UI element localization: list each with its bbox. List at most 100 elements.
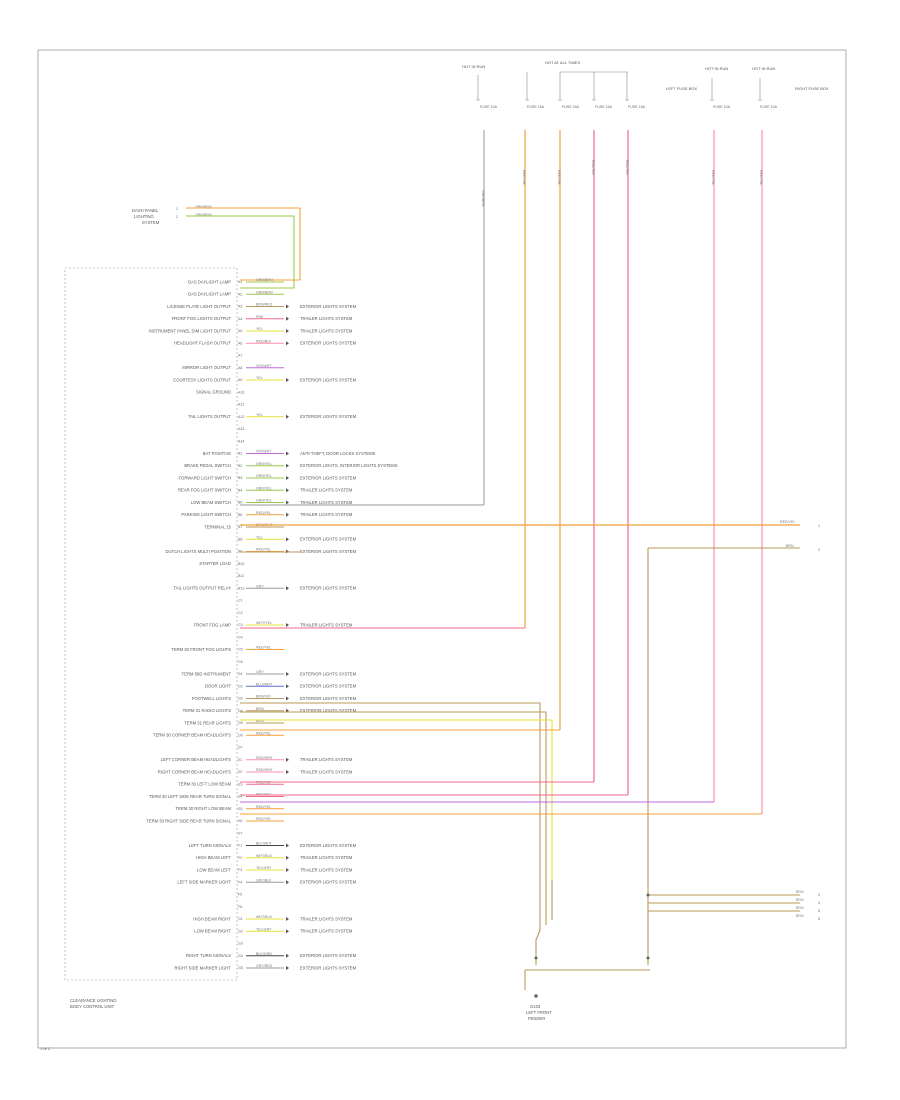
page-id: 1 of 1 — [40, 1046, 51, 1051]
pin-number: E3 — [238, 782, 242, 786]
ground-label-2: LEFT FRONT — [526, 1010, 552, 1015]
fuse-label-e: FUSE 15A — [628, 105, 646, 109]
connector-arrow-icon — [286, 329, 289, 333]
pin-label: MIRROR LIGHT OUTPUT — [182, 365, 231, 370]
pin-label: DUTCH LIGHTS MULTI POSITION — [165, 549, 231, 554]
pin-number: A2 — [238, 292, 242, 296]
vertical-wire-labels: GRN/BRN RED/YEL RED/YEL RED/VIO RED/VIO … — [481, 160, 763, 207]
connector-arrow-icon — [286, 414, 289, 419]
pin-label: BRAKE PEDAL SWITCH — [184, 463, 231, 468]
pin-label: LOW BEAM LEFT — [197, 867, 231, 872]
ground-marks — [534, 893, 650, 998]
right-output-terminals: RED/YEL 1 BRN 2 BRN 3 BRN 4 BRN 5 BRN 6 — [780, 520, 820, 921]
svg-text:4: 4 — [818, 901, 820, 905]
wire-to-right-output-2 — [240, 547, 800, 880]
pin-number: E1 — [238, 758, 242, 762]
label-hot-run-2: HOT IN RUN — [752, 66, 775, 71]
pin-number: D6 — [238, 733, 243, 737]
pin-label: PARKING LIGHT SWITCH — [181, 512, 231, 517]
connector-arrow-icon — [286, 378, 289, 382]
pin-wire-color: BLU/WHT — [256, 682, 273, 686]
pin-label: STARTER LOAD — [199, 561, 231, 566]
svg-text:BRN: BRN — [786, 544, 794, 548]
pin-number: D7 — [238, 746, 243, 750]
pin-number: A9 — [238, 378, 242, 382]
svg-text:RED/YEL: RED/YEL — [759, 170, 763, 185]
connector-arrow-icon — [286, 929, 289, 934]
svg-text:BRN: BRN — [796, 914, 804, 918]
pin-label: HIGH BEAM RIGHT — [193, 916, 231, 921]
pin-label: LOW BEAM RIGHT — [194, 929, 231, 934]
pin-wire-color: WHT/BLK — [256, 854, 273, 858]
pin-destination: TRAILER LIGHTS SYSTEM — [300, 488, 353, 493]
svg-text:RED/YEL: RED/YEL — [522, 170, 526, 185]
pin-label: RIGHT CORNER BEAM HEADLIGHTS — [158, 769, 231, 774]
pin-wire-color: VIO/WHT — [256, 364, 272, 368]
fuse-label-g: FUSE 10A — [760, 105, 778, 109]
connector-arrow-icon — [286, 451, 289, 456]
pin-wire-color: YEL/GRY — [256, 866, 272, 870]
connector-arrow-icon — [286, 757, 289, 762]
pin-wire-color: YEL — [256, 327, 263, 331]
pin-label: DAS DAYLIGHT LAMP — [188, 279, 231, 284]
svg-text:GRN/BRN: GRN/BRN — [481, 190, 485, 207]
fuse-label-f: FUSE 10A — [713, 105, 731, 109]
pin-number: C4 — [238, 635, 243, 639]
pin-wire-color: RED/YEL — [256, 805, 271, 809]
pin-label: COURTESY LIGHTS OUTPUT — [173, 377, 231, 382]
svg-text:3: 3 — [818, 893, 820, 897]
svg-text:6: 6 — [818, 917, 820, 921]
pin-wire-color: GRN/YEL — [256, 486, 272, 490]
connector-arrow-icon — [286, 868, 289, 872]
left-input-wire-trace-1 — [186, 207, 301, 281]
pin-number: E2 — [238, 770, 242, 774]
pin-number: C1 — [238, 599, 243, 603]
pin-label: DOOR LIGHT — [205, 684, 231, 689]
svg-text:RED/VIO: RED/VIO — [625, 160, 629, 175]
label-left-fuse-box: LEFT FUSE BOX — [666, 86, 697, 91]
pin-destination: TRAILER LIGHTS SYSTEM — [300, 916, 353, 921]
label-hot-run-1: HOT IN RUN — [705, 66, 728, 71]
fuse-label-b: FUSE 15A — [527, 105, 545, 109]
left-input-pin-1: 1 — [176, 207, 178, 211]
connector-arrow-icon — [286, 855, 289, 860]
pin-destination: TRAILER LIGHTS SYSTEM — [300, 855, 353, 860]
svg-text:BRN: BRN — [796, 906, 804, 910]
pin-number: B12 — [238, 586, 244, 590]
pin-wire-color: GRY/BLK — [256, 878, 272, 882]
pin-wire-color: YEL — [256, 535, 263, 539]
svg-text:RED/YEL: RED/YEL — [711, 170, 715, 185]
connector-arrow-icon — [286, 953, 289, 958]
pin-label: TERM 30 CORNER BEAM HEADLIGHTS — [153, 733, 231, 738]
pin-wire-color: BLK/GRN — [256, 952, 272, 956]
pin-destination: TRAILER LIGHTS SYSTEM — [300, 929, 353, 934]
pin-number: B7 — [238, 525, 242, 529]
pin-number: B10 — [238, 562, 244, 566]
pin-number: F5 — [238, 893, 242, 897]
pin-destination: TRAILER LIGHTS SYSTEM — [300, 867, 353, 872]
pin-wire-color: BRN/RED — [256, 303, 273, 307]
connector-arrow-icon — [286, 684, 289, 689]
pin-destination: TRAILER LIGHTS SYSTEM — [300, 622, 353, 627]
connector-arrow-icon — [286, 463, 289, 468]
pin-number: C6 — [238, 660, 243, 664]
pin-label: RIGHT TURN SIGNALS — [186, 953, 231, 958]
pin-label: LEFT CORNER BEAM HEADLIGHTS — [161, 757, 232, 762]
svg-text:RED/VIO: RED/VIO — [591, 160, 595, 175]
control-module-box — [64, 267, 238, 981]
pin-wire-color: BLK/WHT — [256, 842, 273, 846]
pin-wire-color: RED/YEL — [256, 548, 271, 552]
pin-destination: EXTERIOR LIGHTS SYSTEM — [300, 377, 357, 382]
svg-text:RED/YEL: RED/YEL — [780, 520, 795, 524]
pin-label: SIGNAL GROUND — [196, 390, 231, 395]
wire-brown-1 — [240, 702, 541, 880]
pin-number: A14 — [238, 439, 244, 443]
pin-destination: TRAILER LIGHTS SYSTEM — [300, 769, 353, 774]
left-input-wire-1: GRN/BRN — [195, 205, 212, 209]
pin-number: E6 — [238, 819, 242, 823]
pin-number: A13 — [238, 427, 244, 431]
pin-number: G2 — [238, 929, 243, 933]
connector-arrow-icon — [286, 341, 289, 346]
pin-destination: EXTERIOR LIGHTS SYSTEM — [300, 537, 357, 542]
